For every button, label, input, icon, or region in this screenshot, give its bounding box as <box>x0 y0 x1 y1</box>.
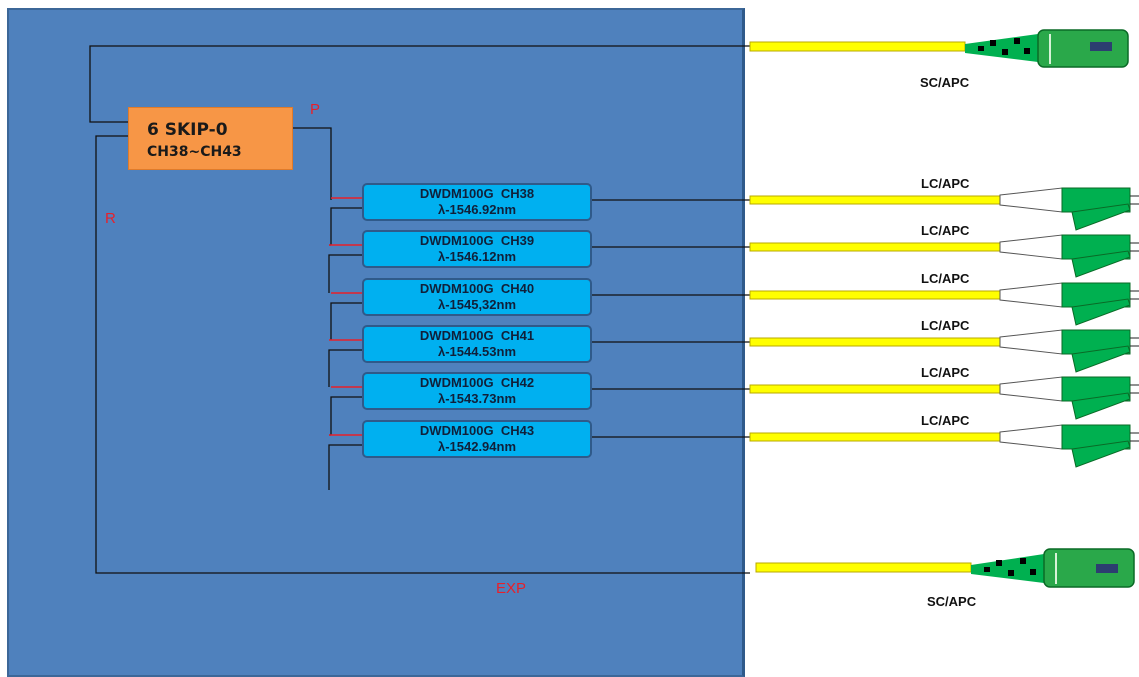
lc-apc-boot <box>999 282 1063 308</box>
sc-apc-label-top: SC/APC <box>920 75 970 90</box>
lc-apc-label: LC/APC <box>921 365 970 380</box>
lc-apc-connector <box>1061 424 1131 450</box>
lc-apc-label: LC/APC <box>921 223 970 238</box>
skip-module-range: CH38~CH43 <box>147 144 242 160</box>
filter-reflect-line <box>330 207 362 245</box>
sc-apc-connector-top <box>749 29 1129 68</box>
lc-apc-boot <box>999 234 1063 260</box>
filter-reflect-line <box>330 396 362 435</box>
lc-apc-label: LC/APC <box>921 176 970 191</box>
lc-apc-latch <box>1071 345 1131 373</box>
lc-apc-boot <box>999 329 1063 355</box>
skip-module-title: 6 SKIP-0 <box>147 120 228 140</box>
common-line <box>89 45 750 123</box>
fiber-cable <box>749 242 1001 252</box>
fiber-cable <box>749 195 1001 205</box>
lc-apc-latch <box>1071 250 1131 278</box>
lc-apc-boot <box>999 424 1063 450</box>
fiber-cable <box>749 432 1001 442</box>
fiber-cable <box>749 384 1001 394</box>
filter-wavelength: λ-1542.94nm <box>437 439 517 454</box>
filter-name: DWDM100G CH39 <box>419 233 535 248</box>
filter-name: DWDM100G CH38 <box>419 186 535 201</box>
filter-reflect-line <box>328 254 362 293</box>
filter-wavelength: λ-1546.92nm <box>437 202 517 217</box>
lc-apc-label: LC/APC <box>921 318 970 333</box>
filter-reflect-line <box>328 444 362 490</box>
r-port-label: R <box>105 210 116 227</box>
filter-wavelength: λ-1546.12nm <box>437 249 517 264</box>
exp-line <box>95 135 750 574</box>
p-port-label: P <box>310 101 321 118</box>
sc-apc-label-bottom: SC/APC <box>927 594 977 609</box>
lc-apc-boot <box>999 187 1063 213</box>
lc-apc-label: LC/APC <box>921 271 970 286</box>
p-line <box>293 127 332 200</box>
filter-name: DWDM100G CH40 <box>419 281 535 296</box>
filter-name: DWDM100G CH42 <box>419 375 535 390</box>
lc-apc-latch <box>1071 440 1131 468</box>
filter-wavelength: λ-1545,32nm <box>437 297 517 312</box>
filter-reflect-line <box>328 349 362 387</box>
filter-name: DWDM100G CH43 <box>419 423 535 438</box>
exp-port-label: EXP <box>496 580 527 597</box>
filter-wavelength: λ-1544.53nm <box>437 344 517 359</box>
output-ports <box>592 187 1139 468</box>
lc-apc-latch <box>1071 298 1131 326</box>
lc-apc-latch <box>1071 203 1131 231</box>
sc-apc-connector-bottom <box>755 548 1135 588</box>
lc-apc-boot <box>999 376 1063 402</box>
filter-name: DWDM100G CH41 <box>419 328 535 343</box>
fiber-cable <box>749 290 1001 300</box>
lc-apc-label: LC/APC <box>921 413 970 428</box>
filter-cascade <box>328 197 362 490</box>
filter-wavelength: λ-1543.73nm <box>437 391 517 406</box>
filter-reflect-line <box>330 302 362 340</box>
fiber-cable <box>749 337 1001 347</box>
lc-apc-latch <box>1071 392 1131 420</box>
skip-module: 6 SKIP-0 CH38~CH43 <box>128 107 293 170</box>
